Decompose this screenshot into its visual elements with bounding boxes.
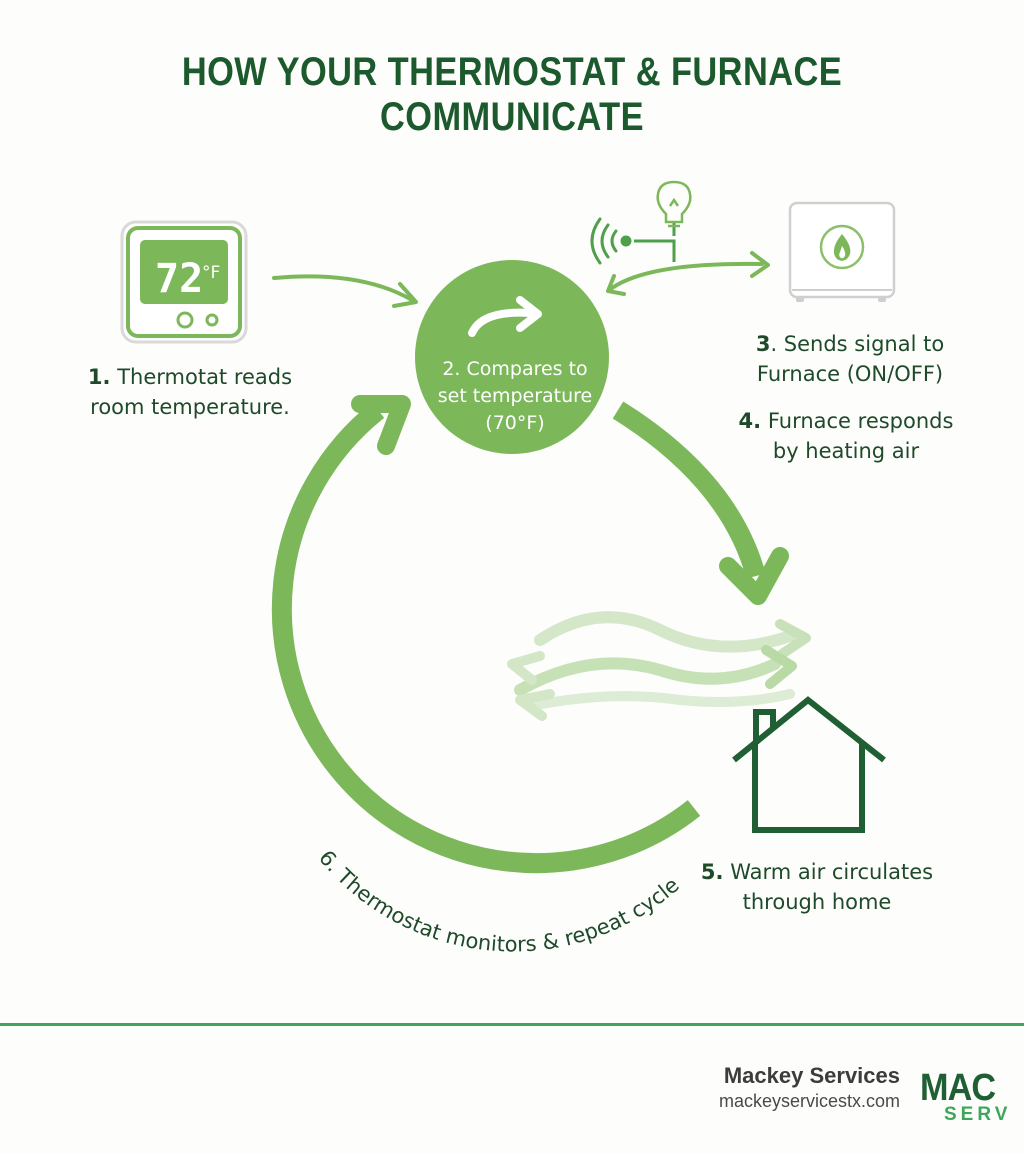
- wireless-signal-icon: [590, 217, 632, 265]
- brand-logo-bottom: SERV: [944, 1104, 1012, 1125]
- furnace-icon: [788, 201, 896, 302]
- thermostat-unit: °F: [202, 263, 220, 283]
- thermostat-icon: 72 °F: [120, 220, 248, 344]
- step1-label: 1. Thermotat reads room temperature.: [87, 365, 293, 419]
- footer-divider: [0, 1023, 1024, 1026]
- house-icon: [732, 696, 886, 833]
- brand-logo-top: MAC: [920, 1067, 996, 1109]
- lightbulb-icon: [656, 180, 692, 228]
- step3-label: 3. Sends signal to Furnace (ON/OFF): [755, 332, 945, 386]
- step1-number: 1.: [87, 365, 111, 389]
- step4-label: 4. Furnace responds by heating air: [738, 409, 954, 463]
- warm-air-icon: [507, 611, 811, 721]
- diagram-canvas: 72 °F: [120, 180, 896, 957]
- thermostat-display: 72: [155, 256, 203, 302]
- brand-name: Mackey Services: [723, 1063, 900, 1088]
- brand-url: mackeyservicestx.com: [718, 1091, 900, 1111]
- compare-arrow-icon: [516, 296, 542, 332]
- step2-label: 2. Compares to set temperature (70°F): [437, 358, 593, 434]
- page-title: HOW YOUR THERMOSTAT & FURNACE COMMUNICAT…: [181, 50, 843, 139]
- step5-label: 5. Warm air circulates through home: [700, 860, 934, 914]
- step4-number: 4.: [738, 409, 762, 433]
- step3-number: 3: [755, 332, 771, 356]
- step5-number: 5.: [700, 860, 724, 884]
- compare-circle: [415, 260, 609, 454]
